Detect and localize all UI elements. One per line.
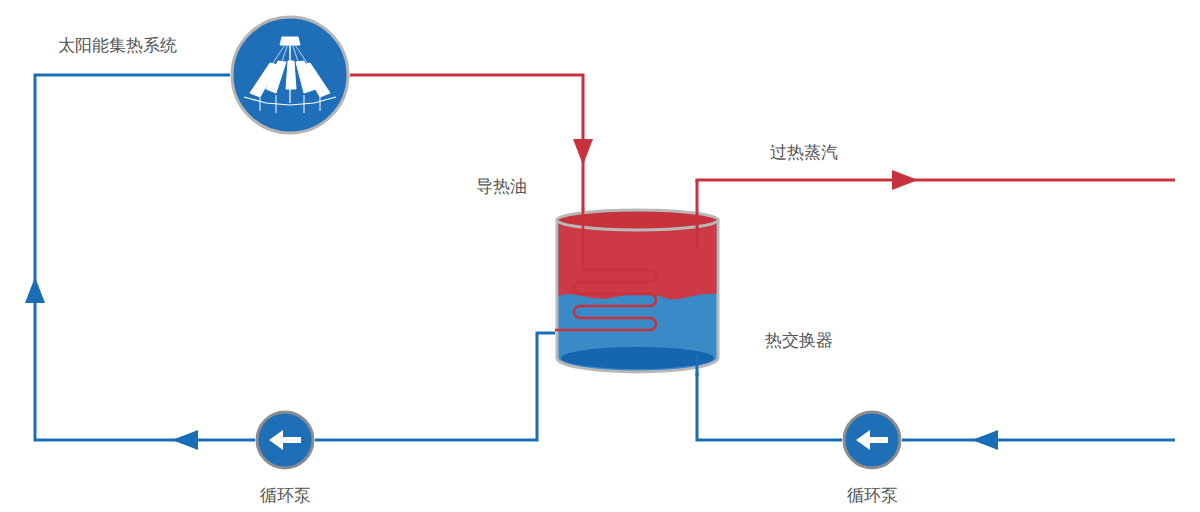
pipe-connector [350,75,593,212]
heating-coil [555,208,656,330]
pump-arrow [269,430,301,450]
solar-collector: 太阳能集热系统 [230,15,350,135]
steam-line [697,180,1175,182]
pump-shape [255,410,315,470]
node-label: 循环泵 [847,485,898,505]
water-feed [696,354,699,376]
oil-label: 导热油 [476,176,527,196]
flow-arrow [172,430,198,450]
node-label: 循环泵 [260,485,311,505]
tank-top [557,210,718,230]
pipe-line [697,372,842,440]
pipe-connector [315,333,555,440]
water-inlet-arrow [972,430,998,450]
pipe-line [350,75,583,212]
pipe-line [35,75,255,440]
solar-shape [230,15,350,135]
tank-bottom [561,347,714,369]
flow-arrow [573,139,593,165]
tank-body [557,220,718,372]
steam-arrow [892,170,918,190]
pump-shape [842,410,902,470]
pump-circle [257,412,313,468]
collector-icon [244,37,336,113]
collector-circle [232,17,348,133]
node-label: 太阳能集热系统 [58,35,177,55]
heat-exchanger: 热交换器 [555,208,720,376]
steam-riser [696,180,699,248]
tank-shape [555,208,720,376]
pump-circle [844,412,900,468]
pump-arrow [856,430,888,450]
node-label: 热交换器 [765,330,833,350]
pipe-line [315,333,555,440]
circulation-pump: 循环泵 [255,410,315,470]
circulation-pump: 循环泵 [842,410,902,470]
pipe-connector [25,75,255,450]
flow-arrow [25,277,45,303]
pipe-connector [697,372,842,440]
water-inlet-line [902,439,1175,442]
steam-label: 过热蒸汽 [770,142,838,162]
